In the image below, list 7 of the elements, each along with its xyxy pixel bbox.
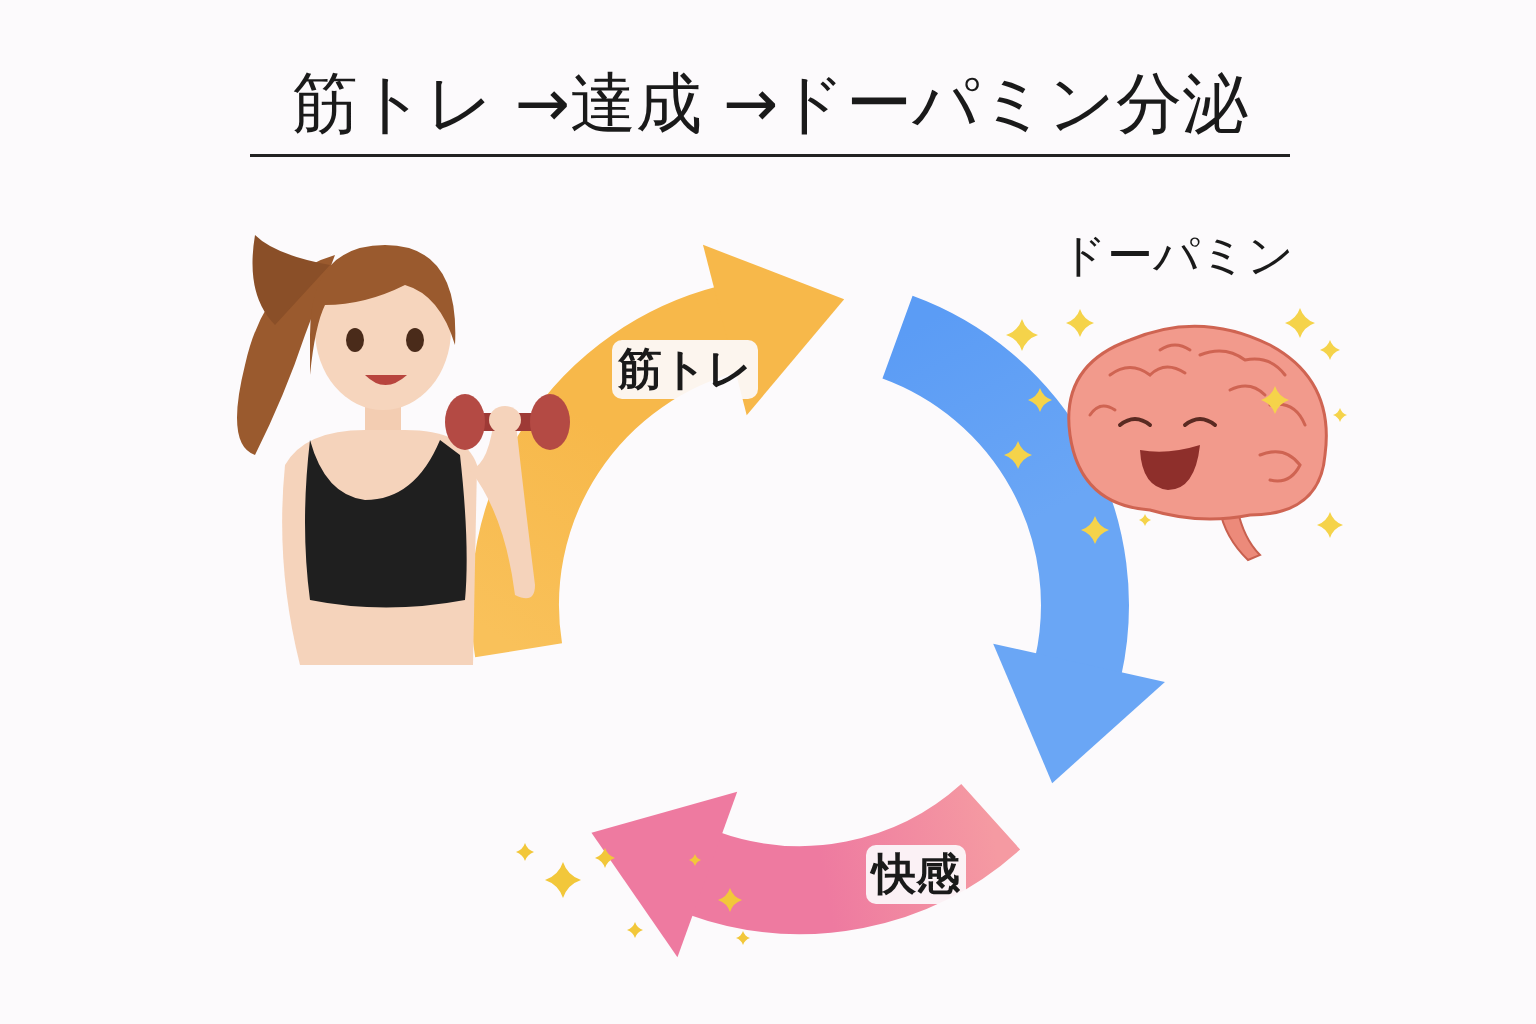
cycle-arrow [880,296,1166,785]
brain-heading: ドーパミン [1060,227,1294,284]
cycle-arrow [471,246,843,655]
edge-label: 筋トレ [612,340,758,399]
cycle-arrow [589,782,1019,959]
title: 筋トレ →達成 →ドーパミン分泌 [250,62,1290,157]
edge-label: 快感 [866,845,966,904]
